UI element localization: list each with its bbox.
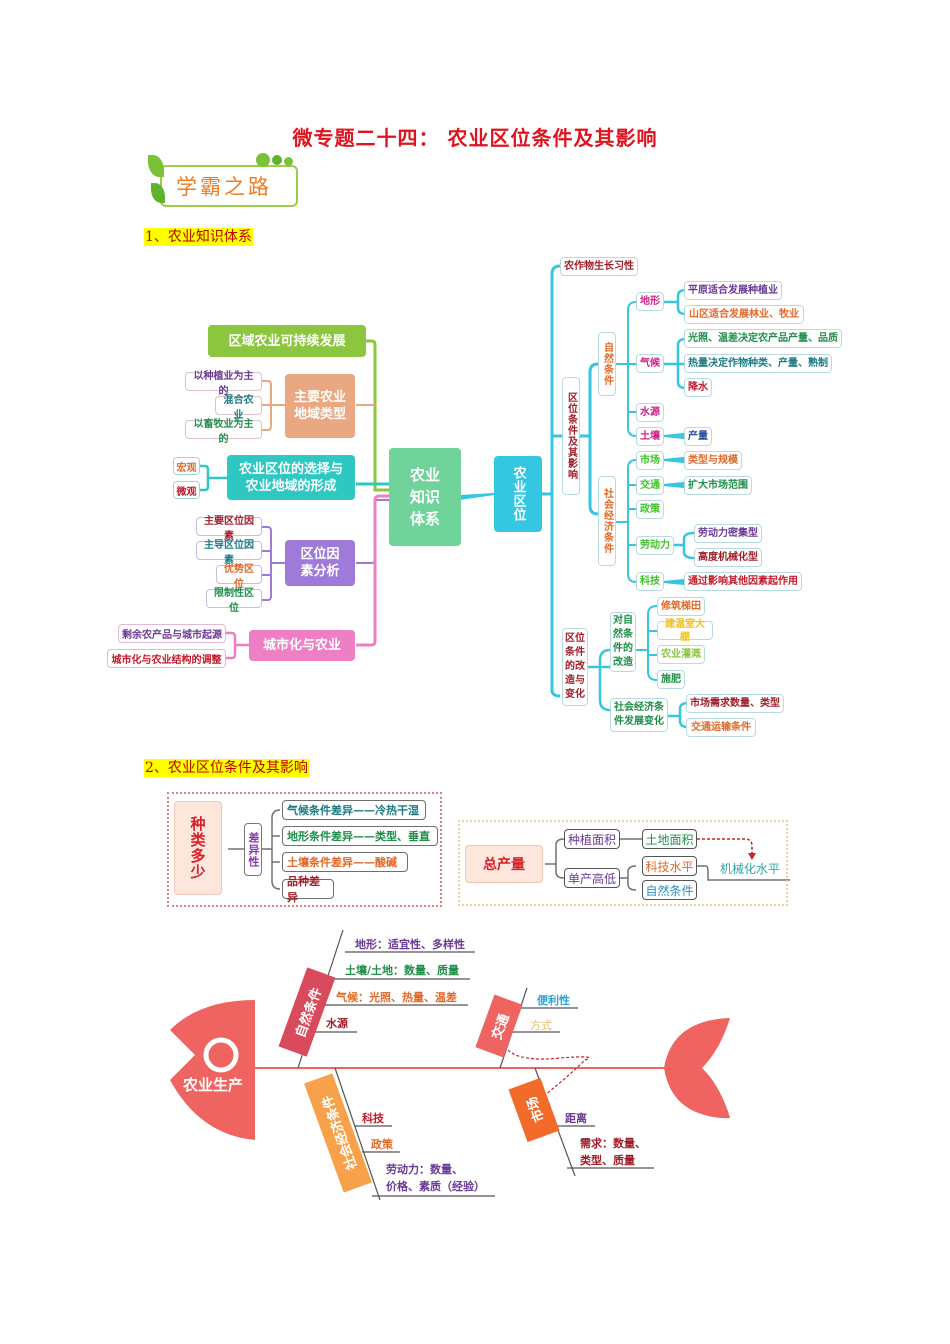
section-heading-2: 2、农业区位条件及其影响: [144, 759, 309, 777]
leaf-heat: 热量决定作物种类、产量、熟制: [684, 354, 832, 373]
leaf-soil-diff: 土壤条件差异——酸碱: [282, 852, 408, 872]
node-tech: 科技: [636, 572, 664, 591]
leaf-market-type: 类型与规模: [684, 451, 742, 470]
leaf-icon: [284, 157, 293, 166]
node-mechanization: 机械化水平: [720, 862, 781, 876]
social-labor-2: 价格、素质（经验）: [386, 1180, 485, 1193]
root-node: 农业知识体系: [389, 448, 461, 546]
fish-head-label: 农业生产: [182, 1076, 243, 1094]
node-water: 水源: [636, 403, 664, 422]
natural-soil: 土壤/土地：数量、质量: [345, 964, 460, 977]
node-land-area: 土地面积: [642, 829, 697, 849]
social-labor: 劳动力：数量、: [386, 1163, 463, 1176]
leaf-plain: 平原适合发展种植业: [684, 281, 782, 300]
leaf-fertilize: 施肥: [657, 670, 685, 689]
node-total-output: 总产量: [465, 845, 543, 883]
leaf-terrace: 修筑梯田: [657, 597, 705, 616]
fish-eye: [203, 1037, 239, 1073]
diagram2-connectors: [228, 809, 790, 891]
leaf-market-range: 扩大市场范围: [684, 476, 752, 495]
leaf-macro: 宏观: [173, 457, 200, 475]
node-urbanization: 城市化与农业: [249, 630, 355, 661]
transport-convenience: 便利性: [537, 994, 570, 1007]
leaf-icon: [148, 155, 164, 177]
leaf-yield: 产量: [684, 427, 712, 446]
node-natural: 自然条件: [598, 332, 616, 396]
natural-water: 水源: [326, 1017, 348, 1030]
leaf-rain: 降水: [684, 378, 712, 397]
node-social: 社会经济条件: [598, 476, 616, 566]
node-terrain: 地形: [636, 292, 664, 311]
node-transport: 交通: [636, 476, 664, 495]
leaf-terrain-diff: 地形条件差异——类型、垂直: [282, 826, 438, 846]
leaf-variety-diff: 品种差异: [282, 875, 334, 904]
node-location-selection: 农业区位的选择与农业地域的形成: [227, 455, 355, 500]
node-policy: 政策: [636, 500, 664, 519]
mindmap-connectors: [200, 264, 695, 729]
node-change: 区位条件的改造与变化: [562, 628, 588, 706]
leaf-irrigation: 农业灌溉: [657, 645, 705, 664]
leaf-micro: 微观: [173, 481, 200, 499]
market-distance: 距离: [565, 1112, 587, 1125]
node-difference: 差异性: [244, 823, 262, 876]
node-labor: 劳动力: [636, 536, 674, 555]
market-demand-2: 类型、质量: [580, 1154, 635, 1167]
leaf-structure-adjust: 城市化与农业结构的调整: [107, 649, 226, 668]
market-demand: 需求：数量、: [580, 1137, 646, 1150]
node-factor-analysis: 区位因素分析: [285, 540, 355, 586]
node-agri-location: 农业区位: [494, 456, 542, 532]
node-market: 市场: [636, 451, 664, 470]
social-policy: 政策: [371, 1138, 393, 1151]
leaf-climate-diff: 气候条件差异——冷热干湿: [282, 800, 426, 820]
transport-mode: 方式: [530, 1019, 552, 1032]
leaf-mechanized: 高度机械化型: [694, 548, 762, 567]
leaf-light: 光照、温差决定农产品产量、品质: [684, 329, 842, 348]
section-heading-1: 1、农业知识体系: [144, 228, 253, 246]
natural-terrain: 地形：适宜性、多样性: [355, 938, 465, 951]
leaf-tech-effect: 通过影响其他因素起作用: [684, 572, 802, 591]
node-climate: 气候: [636, 354, 664, 373]
output-diagram: [458, 820, 788, 906]
social-tech: 科技: [362, 1112, 384, 1125]
node-species-count: 种类多少: [174, 801, 222, 895]
node-agri-regions: 主要农业地域类型: [285, 374, 355, 438]
node-natural-cond: 自然条件: [642, 880, 697, 900]
banner-frame: [160, 165, 298, 207]
species-diagram: [167, 792, 442, 907]
leaf-icon: [256, 153, 270, 167]
node-conditions: 区位条件及其影响: [562, 377, 580, 495]
node-nature-transform: 对自然条件的改造: [610, 612, 636, 672]
node-soil: 土壤: [636, 427, 664, 446]
node-socio-change: 社会经济条件发展变化: [610, 698, 668, 732]
leaf-mountain: 山区适合发展林业、牧业: [684, 305, 804, 324]
banner-title: 学霸之路: [176, 175, 272, 199]
leaf-icon: [272, 155, 282, 165]
leaf-transport-cond: 交通运输条件: [686, 718, 756, 737]
leaf-greenhouse: 建温室大棚: [657, 619, 713, 643]
node-crop-habit: 农作物生长习性: [560, 257, 638, 276]
node-planting-area: 种植面积: [564, 829, 620, 849]
node-yield-level: 单产高低: [564, 868, 620, 888]
leaf-labor-intensive: 劳动力密集型: [694, 524, 762, 543]
node-sustainable: 区域农业可持续发展: [208, 325, 366, 357]
leaf-icon: [151, 183, 165, 203]
natural-climate: 气候：光照、热量、温差: [336, 991, 457, 1004]
page-title: 微专题二十四： 农业区位条件及其影响: [292, 126, 658, 150]
leaf-surplus-origin: 剩余农产品与城市起源: [118, 624, 226, 643]
leaf-demand: 市场需求数量、类型: [686, 694, 784, 713]
banner: 学霸之路: [148, 153, 298, 208]
node-tech-level: 科技水平: [642, 856, 697, 876]
